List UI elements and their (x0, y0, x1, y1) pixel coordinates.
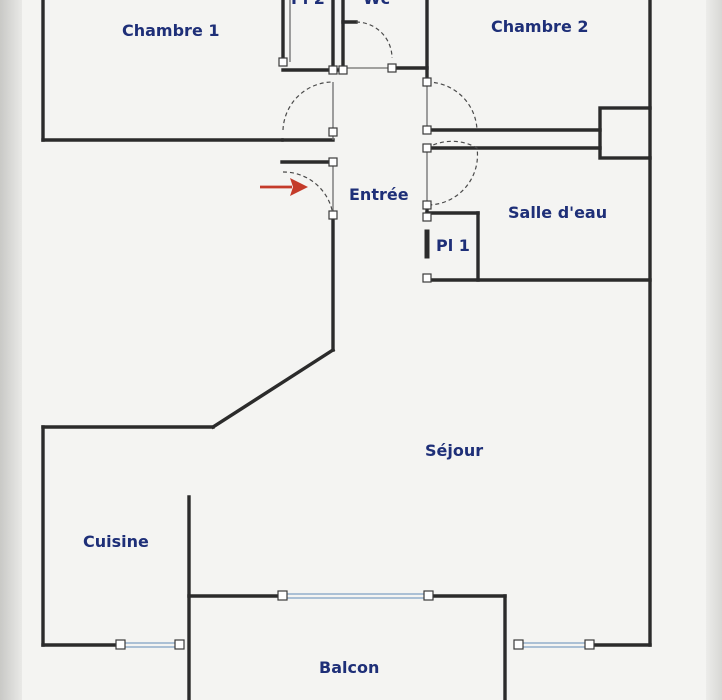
label-salle-deau: Salle d'eau (508, 203, 607, 222)
post (422, 143, 432, 153)
post (328, 65, 338, 75)
label-cuisine: Cuisine (83, 532, 149, 551)
post (115, 639, 126, 650)
post (328, 210, 338, 220)
post (422, 273, 432, 283)
label-chambre2: Chambre 2 (491, 17, 589, 36)
label-entree: Entrée (349, 185, 409, 204)
page-shadow-right (706, 0, 722, 700)
door-arc-wc (355, 21, 393, 59)
duct-box (598, 106, 652, 160)
label-wc: Wc (363, 0, 390, 8)
post (387, 63, 397, 73)
post (513, 639, 524, 650)
entry-arrow-icon (260, 178, 308, 196)
door-arc-salle (426, 140, 479, 206)
label-placard2: Pl 2 (291, 0, 325, 8)
post (328, 157, 338, 167)
post (174, 639, 185, 650)
post (277, 590, 288, 601)
post (422, 125, 432, 135)
post (422, 200, 432, 210)
label-balcon: Balcon (319, 658, 379, 677)
post (328, 127, 338, 137)
post (584, 639, 595, 650)
wall-diagonal (210, 347, 336, 430)
post (423, 590, 434, 601)
door-arc-chambre1 (282, 81, 334, 131)
post (278, 57, 288, 67)
page-shadow-left (0, 0, 22, 700)
wall-posts (115, 57, 595, 650)
post (338, 65, 348, 75)
label-chambre1: Chambre 1 (122, 21, 220, 40)
windows (120, 67, 590, 648)
door-arc-entree (282, 171, 334, 216)
label-sejour: Séjour (425, 441, 483, 460)
door-arc-chambre2 (426, 81, 478, 131)
walls (41, 0, 652, 700)
label-placard1: Pl 1 (436, 236, 470, 255)
post (422, 212, 432, 222)
post (422, 77, 432, 87)
room-labels: Chambre 1 Chambre 2 Pl 2 Wc Entrée Salle… (83, 0, 607, 677)
